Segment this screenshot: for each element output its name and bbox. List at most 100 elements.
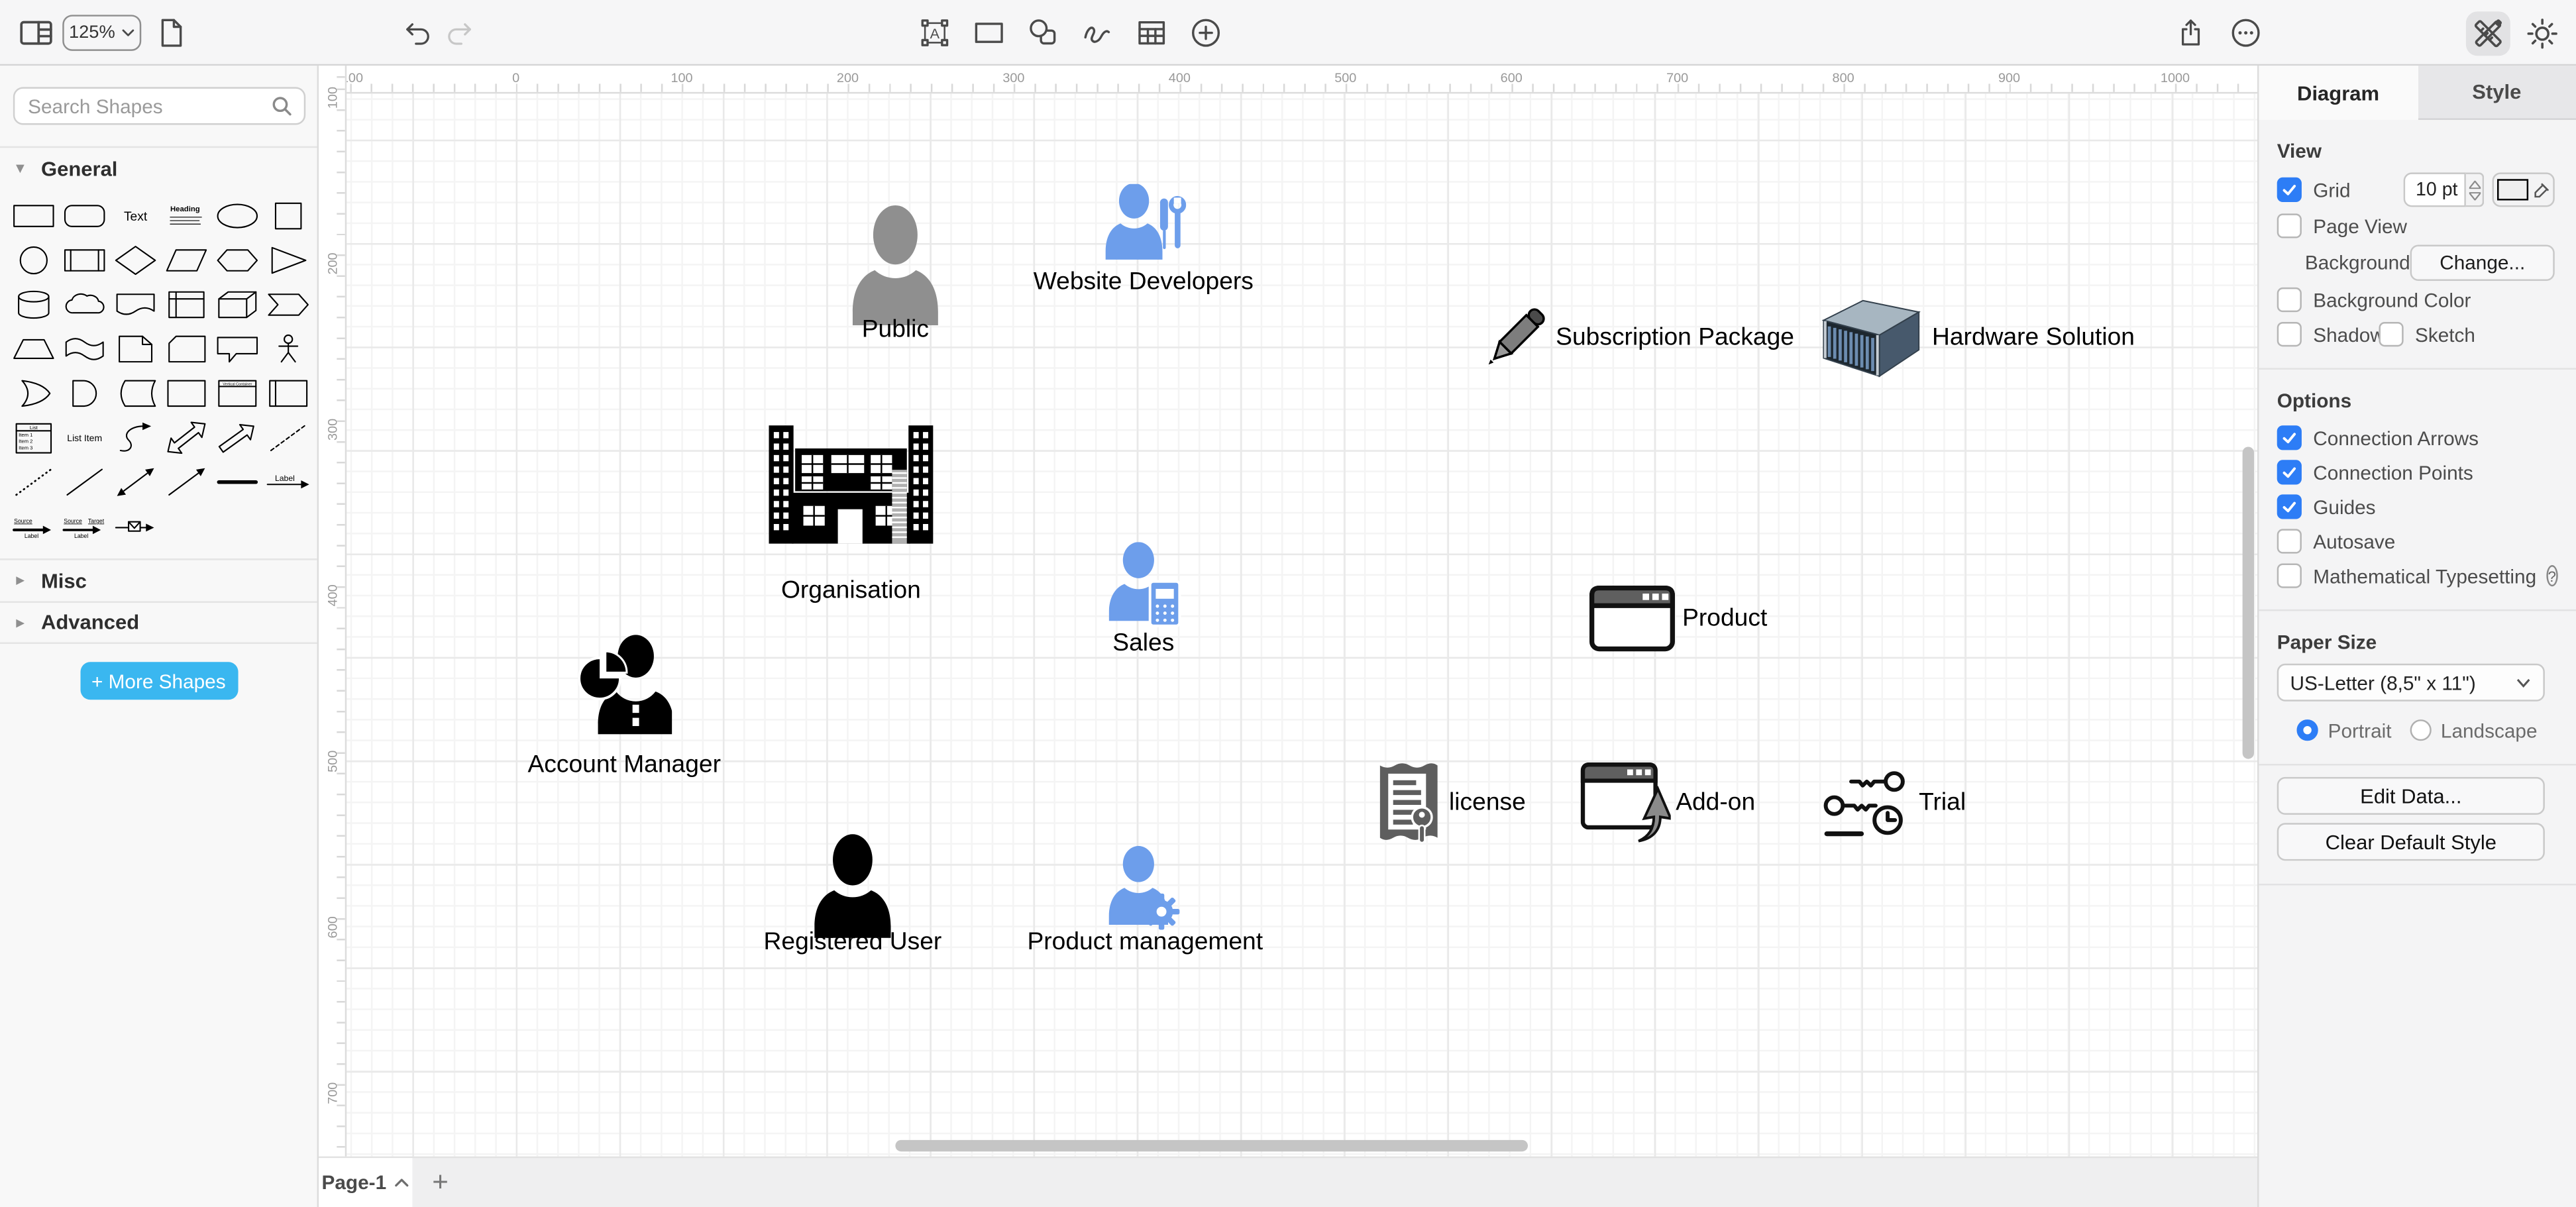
palette-shape-cloud[interactable] — [59, 282, 110, 327]
palette-shape-ellipse[interactable] — [212, 194, 263, 238]
checkbox-grid[interactable] — [2277, 177, 2302, 202]
help-icon[interactable]: ? — [2546, 564, 2558, 587]
checkbox-shadow[interactable] — [2277, 322, 2302, 347]
option-connection-arrows[interactable]: Connection Arrows — [2277, 425, 2479, 450]
page-tab[interactable]: Page-1 — [319, 1158, 413, 1207]
grid-size-input[interactable] — [2403, 172, 2466, 207]
person-tools-icon[interactable] — [1104, 184, 1187, 262]
rectangle-tool-button[interactable] — [971, 10, 1007, 56]
certificate-icon[interactable] — [1375, 759, 1444, 845]
option-mathematical-typesetting[interactable]: Mathematical Typesetting — [2277, 563, 2536, 588]
palette-shape-container[interactable] — [161, 371, 212, 415]
grid-size-stepper[interactable] — [2465, 172, 2485, 207]
orientation-landscape[interactable]: Landscape — [2409, 719, 2538, 742]
table-tool-button[interactable] — [1134, 10, 1170, 56]
more-button[interactable] — [2224, 11, 2267, 54]
option-grid[interactable]: Grid — [2277, 177, 2350, 202]
theme-toggle-button[interactable] — [2520, 11, 2565, 55]
checkbox-connection-arrows[interactable] — [2277, 425, 2302, 450]
palette-shape-curve[interactable] — [110, 415, 161, 460]
palette-shape-list-item[interactable]: List Item — [59, 415, 110, 460]
share-button[interactable] — [2171, 11, 2212, 54]
option-autosave[interactable]: Autosave — [2277, 529, 2395, 554]
sidebar-section-misc[interactable]: ▸ Misc — [0, 558, 317, 601]
palette-shape-line[interactable] — [59, 460, 110, 504]
person-pie-icon[interactable] — [578, 633, 672, 735]
option-connection-points[interactable]: Connection Points — [2277, 460, 2473, 485]
clear-default-style-button[interactable]: Clear Default Style — [2277, 823, 2545, 861]
freehand-tool-button[interactable] — [1079, 10, 1116, 56]
palette-shape-horizontal-container[interactable] — [263, 371, 314, 415]
palette-shape-hexagon[interactable] — [212, 238, 263, 283]
palette-shape-cylinder[interactable] — [8, 282, 59, 327]
palette-shape-circle[interactable] — [8, 238, 59, 283]
zoom-level-dropdown[interactable]: 125% — [62, 15, 142, 51]
option-page-view[interactable]: Page View — [2277, 213, 2407, 238]
palette-shape-text[interactable]: Text — [110, 194, 161, 238]
search-shapes-input[interactable] — [13, 87, 306, 125]
edit-data-button[interactable]: Edit Data... — [2277, 776, 2545, 815]
sidebar-section-advanced[interactable]: ▸ Advanced — [0, 601, 317, 645]
palette-shape-trapezoid[interactable] — [8, 327, 59, 371]
window-icon[interactable] — [1589, 585, 1676, 653]
server-icon[interactable] — [1815, 295, 1927, 378]
palette-shape-process[interactable] — [59, 238, 110, 283]
palette-shape-step[interactable] — [263, 282, 314, 327]
palette-shape-cube[interactable] — [212, 282, 263, 327]
palette-shape-bold-line[interactable] — [212, 460, 263, 504]
person-icon[interactable] — [849, 203, 941, 325]
palette-shape-dotted-line[interactable] — [8, 460, 59, 504]
palette-shape-triangle[interactable] — [263, 238, 314, 283]
person-icon[interactable] — [812, 833, 894, 938]
sidebar-section-general[interactable]: ▾ General — [0, 146, 317, 189]
checkbox-connection-points[interactable] — [2277, 460, 2302, 485]
palette-shape-and[interactable] — [59, 371, 110, 415]
palette-shape-note[interactable] — [110, 327, 161, 371]
palette-shape-label-arrow[interactable]: Label — [263, 460, 314, 504]
palette-shape-bidirectional-arrow[interactable] — [161, 415, 212, 460]
grid-color-button[interactable] — [2492, 172, 2555, 207]
redo-button[interactable] — [441, 0, 477, 66]
page-outline-button[interactable] — [151, 0, 191, 66]
undo-button[interactable] — [400, 0, 436, 66]
palette-shape-bidirectional-connector[interactable] — [110, 460, 161, 504]
checkbox-background-color[interactable] — [2277, 287, 2302, 313]
checkbox-mathematical-typesetting[interactable] — [2277, 563, 2302, 588]
palette-shape-data-storage[interactable] — [110, 371, 161, 415]
person-gear-icon[interactable] — [1107, 845, 1183, 931]
diagram-canvas[interactable] — [347, 93, 2257, 1157]
pencil-icon[interactable] — [1477, 301, 1552, 376]
keys-clock-icon[interactable] — [1822, 765, 1907, 839]
checkbox-sketch[interactable] — [2379, 322, 2404, 347]
palette-shape-rectangle[interactable] — [8, 194, 59, 238]
shape-tool-button[interactable] — [1025, 10, 1061, 56]
vertical-scrollbar[interactable] — [2242, 446, 2255, 759]
sidebar-toggle-button[interactable] — [15, 0, 57, 66]
palette-shape-card[interactable] — [161, 327, 212, 371]
option-guides[interactable]: Guides — [2277, 494, 2376, 519]
add-page-button[interactable]: + — [412, 1158, 468, 1207]
palette-shape-internal-storage[interactable] — [161, 282, 212, 327]
option-sketch[interactable]: Sketch — [2379, 322, 2475, 347]
building-icon[interactable] — [769, 422, 934, 544]
window-arrow-icon[interactable] — [1580, 762, 1671, 843]
radio-portrait[interactable] — [2296, 719, 2318, 741]
palette-shape-parallelogram[interactable] — [161, 238, 212, 283]
palette-shape-directional-connector[interactable] — [161, 460, 212, 504]
horizontal-scrollbar[interactable] — [895, 1139, 1529, 1152]
checkbox-page-view[interactable] — [2277, 213, 2302, 238]
palette-shape-callout[interactable] — [212, 327, 263, 371]
palette-shape-diamond[interactable] — [110, 238, 161, 283]
option-background-color[interactable]: Background Color — [2277, 287, 2471, 313]
tab-style[interactable]: Style — [2417, 66, 2576, 121]
insert-button[interactable] — [1188, 10, 1224, 56]
palette-shape-heading[interactable]: Heading — [161, 194, 212, 238]
text-tool-button[interactable]: A — [917, 10, 953, 56]
palette-shape-vertical-container[interactable]: Vertical Container — [212, 371, 263, 415]
palette-shape-mail-link[interactable] — [110, 504, 161, 549]
change-background-button[interactable]: Change... — [2410, 244, 2555, 282]
palette-shape-square[interactable] — [263, 194, 314, 238]
